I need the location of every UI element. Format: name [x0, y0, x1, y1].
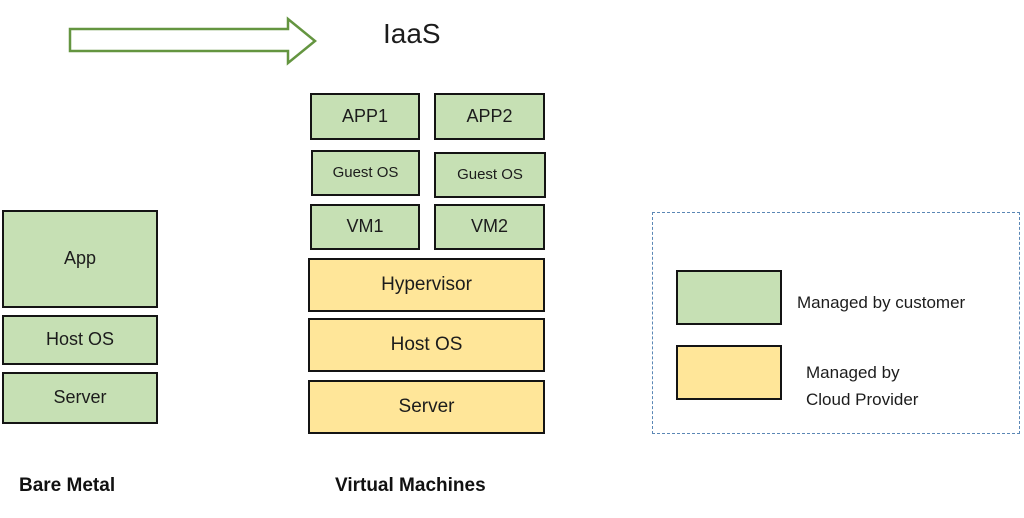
legend-provider-label-line1: Managed by: [806, 363, 900, 382]
vm-host-os-box: Host OS: [308, 318, 545, 372]
legend-provider-label-line2: Cloud Provider: [806, 390, 919, 409]
vm-server-box: Server: [308, 380, 545, 434]
bare-metal-caption: Bare Metal: [19, 475, 116, 496]
legend-customer-label: Managed by customer: [797, 293, 966, 312]
bare-metal-server-box: Server: [2, 372, 158, 424]
diagram-title: IaaS: [383, 18, 441, 49]
vm2-app-box: APP2: [434, 93, 545, 140]
hypervisor-box: Hypervisor: [308, 258, 545, 312]
virtual-machines-caption: Virtual Machines: [335, 475, 486, 496]
vm2-box: VM2: [434, 204, 545, 250]
legend-provider-swatch: [676, 345, 782, 400]
vm2-guest-os-box: Guest OS: [434, 152, 546, 198]
vm1-app-box: APP1: [310, 93, 420, 140]
vm1-box: VM1: [310, 204, 420, 250]
bare-metal-app-box: App: [2, 210, 158, 308]
bare-metal-host-os-box: Host OS: [2, 315, 158, 365]
legend-provider-label: Managed by Cloud Provider: [806, 359, 918, 413]
right-arrow-icon: [68, 16, 317, 66]
legend-customer-swatch: [676, 270, 782, 325]
vm1-guest-os-box: Guest OS: [311, 150, 420, 196]
